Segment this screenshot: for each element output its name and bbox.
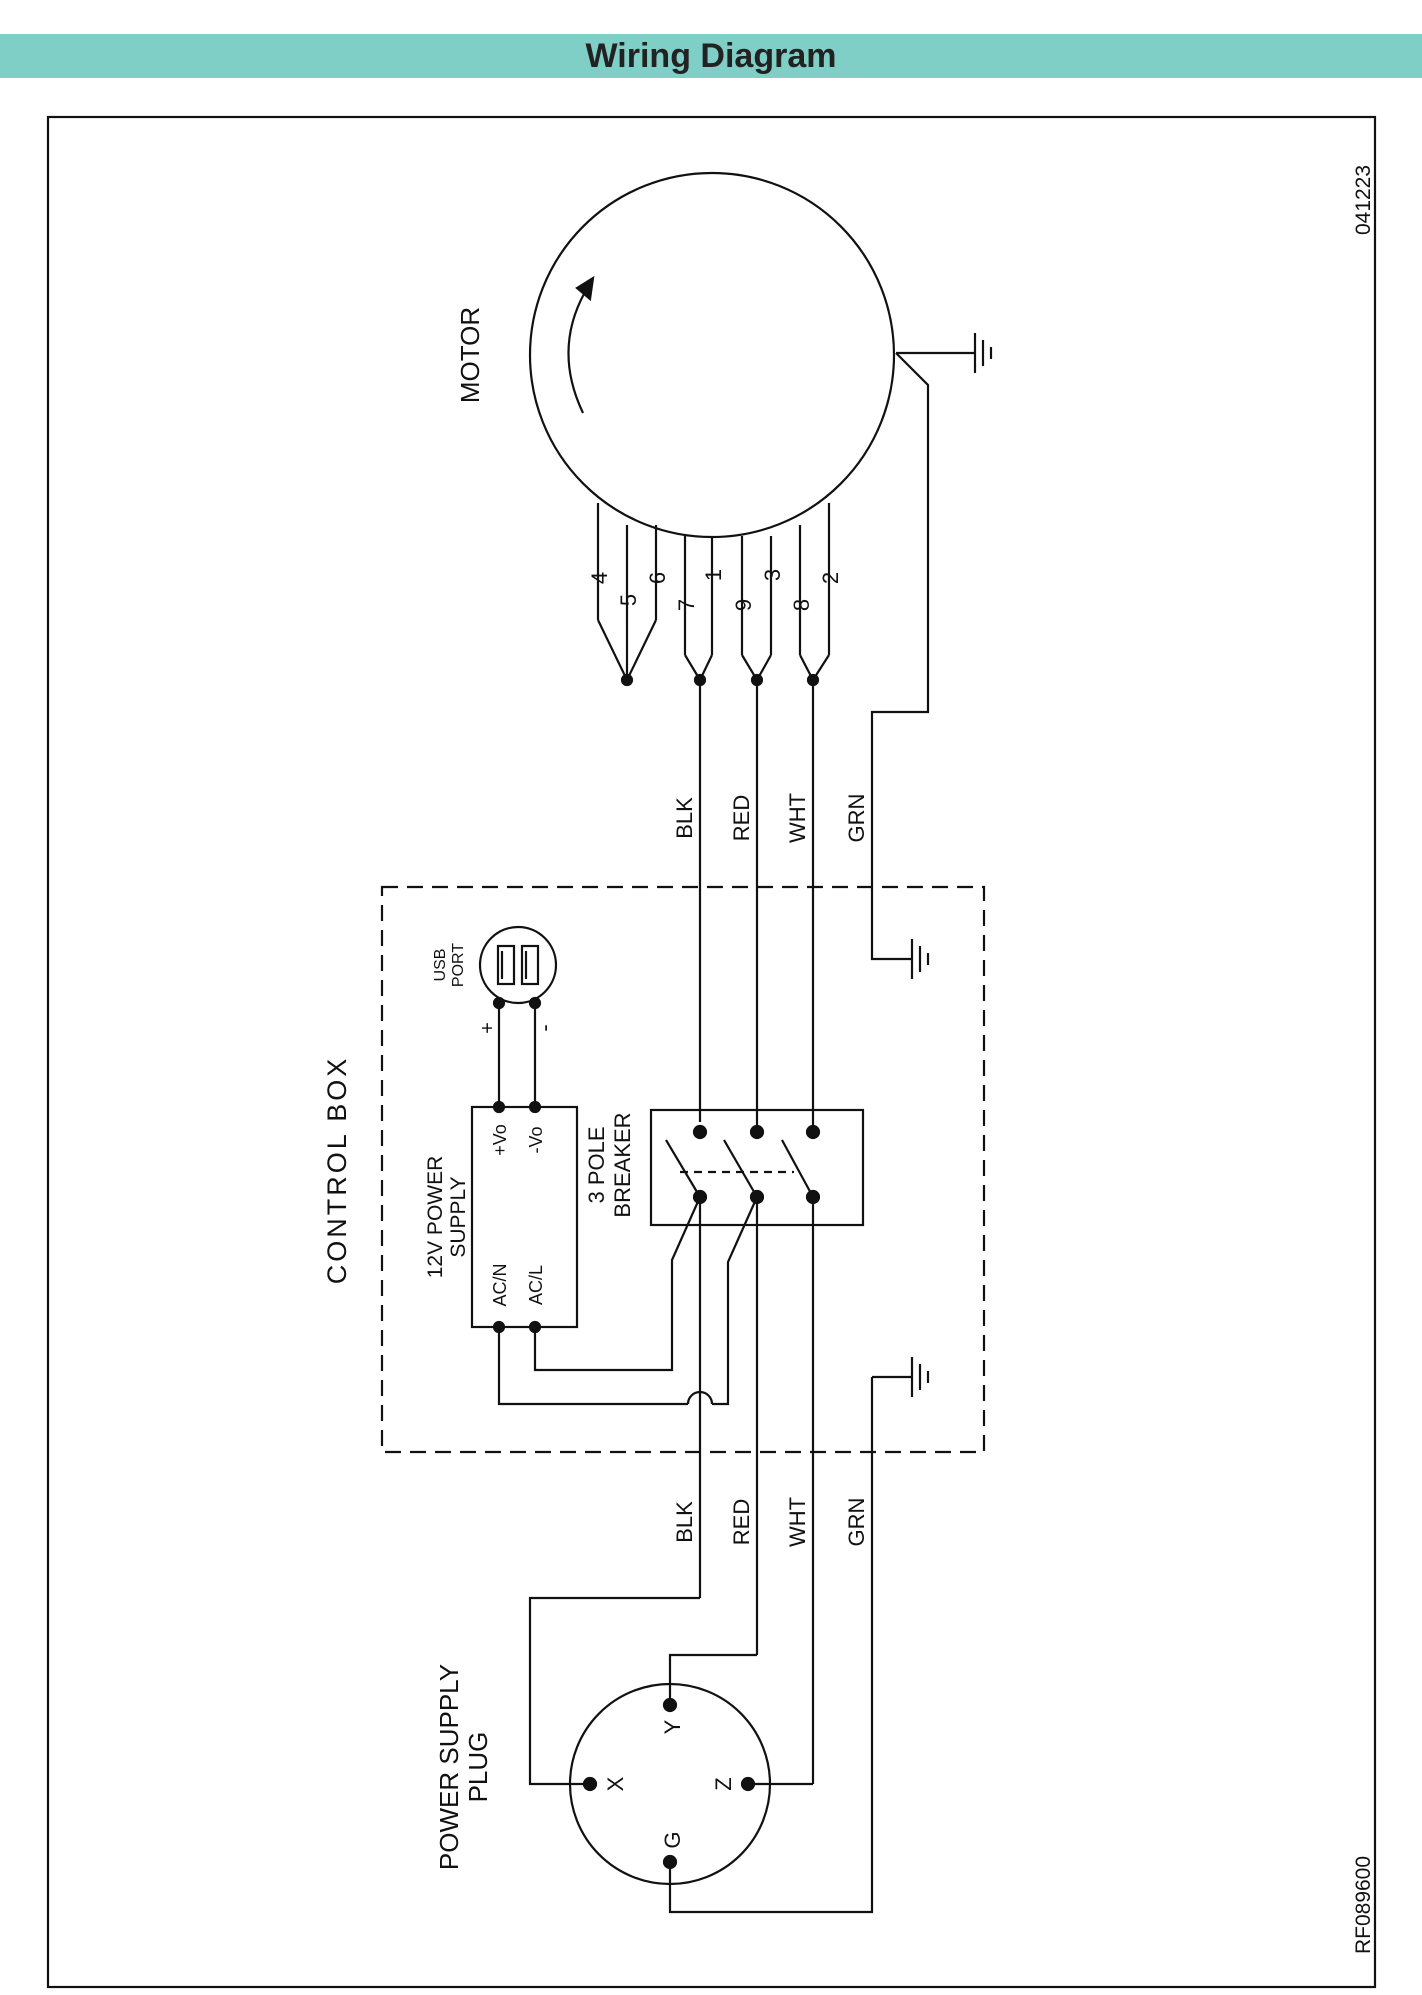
- motor-label: MOTOR: [455, 307, 485, 403]
- usb-slot: [496, 944, 516, 986]
- power-supply-box: [470, 1105, 579, 1329]
- plug-wire-y: [668, 1653, 757, 1705]
- wire-label-blk: BLK: [672, 1501, 697, 1543]
- usb-minus: -: [532, 1024, 557, 1031]
- ps-pin-label: +Vo: [490, 1124, 510, 1156]
- motor-lead-label: 2: [818, 572, 843, 584]
- plug-pin-g: G: [660, 1831, 685, 1848]
- motor-lead-label: 6: [645, 572, 670, 584]
- lead-junctions: [597, 619, 830, 687]
- motor-ground-wire: [870, 352, 930, 961]
- motor-lead-label: 7: [674, 599, 699, 611]
- wire-label-red: RED: [729, 795, 754, 841]
- plug-label: POWER SUPPLY: [434, 1664, 464, 1870]
- motor-circle: [528, 171, 896, 539]
- motor-lead-label: 5: [616, 594, 641, 606]
- plug-wire-x: [528, 1596, 700, 1786]
- rotation-arrowhead: [575, 275, 595, 302]
- rotation-arrow: [567, 291, 586, 414]
- header-bar: Wiring Diagram: [0, 34, 1422, 78]
- doc-date: 041223: [1352, 165, 1375, 235]
- power-supply-label: 12V POWER: [424, 1156, 447, 1279]
- plug-circle: [568, 1682, 772, 1886]
- plug-ground-wire: [668, 1377, 874, 1914]
- wire-label-grn: GRN: [844, 1498, 869, 1547]
- usb-port-circle: [478, 925, 558, 1005]
- ps-pin-label: -Vo: [526, 1126, 546, 1153]
- diagram-frame: [46, 115, 1377, 1989]
- ps-wire-acn: [497, 1327, 688, 1406]
- plug-label: PLUG: [463, 1732, 493, 1803]
- motor-leads: [596, 503, 831, 655]
- wire-label-grn: GRN: [844, 794, 869, 843]
- usb-label: PORT: [450, 943, 467, 987]
- control-box: [380, 885, 986, 1454]
- breaker-label: BREAKER: [610, 1112, 635, 1217]
- plug-pin-z: Z: [711, 1777, 736, 1790]
- page-title: Wiring Diagram: [585, 37, 837, 75]
- usb-slot: [520, 944, 540, 986]
- wire-label-wht: WHT: [785, 793, 810, 843]
- motor-lead-label: 4: [587, 572, 612, 584]
- plug-pin-x: X: [603, 1776, 628, 1791]
- motor-lead-label: 9: [731, 599, 756, 611]
- usb-label: USB: [432, 949, 449, 982]
- ps-pin-label: AC/N: [490, 1263, 510, 1306]
- ps-wire-acl: [533, 1196, 702, 1372]
- breaker-label: 3 POLE: [584, 1126, 609, 1203]
- motor-lead-label: 3: [760, 569, 785, 581]
- wire-label-red: RED: [729, 1499, 754, 1545]
- wire-label-wht: WHT: [785, 1497, 810, 1547]
- wire-label-blk: BLK: [672, 797, 697, 839]
- power-supply-label: SUPPLY: [447, 1176, 470, 1257]
- ps-pin-label: AC/L: [526, 1265, 546, 1305]
- motor-lead-label: 1: [701, 569, 726, 581]
- part-number: RF089600: [1352, 1856, 1375, 1954]
- control-box-label: CONTROL BOX: [322, 1056, 352, 1285]
- plug-pin-y: Y: [660, 1719, 685, 1734]
- usb-plus: +: [477, 1022, 499, 1034]
- motor-lead-label: 8: [789, 599, 814, 611]
